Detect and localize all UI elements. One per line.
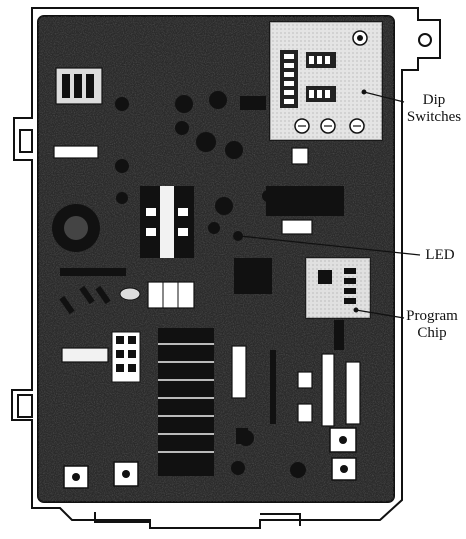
- led-label-text: LED: [425, 247, 455, 263]
- program-chip: [305, 257, 371, 319]
- program-chip-leader: [355, 309, 405, 319]
- connector-a: [231, 345, 247, 399]
- oval-component: [119, 287, 141, 301]
- program-chip-label-line2: Chip: [417, 325, 447, 341]
- program-chip-label: Program Chip: [402, 308, 462, 342]
- connector-d: [321, 353, 335, 427]
- program-chip-label-line1: Program: [406, 308, 458, 324]
- leader-lines: [237, 89, 421, 319]
- small-connector: [291, 147, 309, 165]
- ribbon-connector: [53, 145, 99, 159]
- vertical-strip: [270, 350, 276, 424]
- small-black-ic: [236, 428, 248, 444]
- led-connector: [281, 219, 313, 235]
- main-ic: [234, 258, 272, 294]
- display-ladder: [158, 328, 214, 476]
- diodes: [59, 285, 111, 315]
- connector-e: [345, 361, 361, 425]
- dip-switches-label: Dip Switches: [404, 92, 464, 126]
- connector-b: [297, 371, 313, 389]
- dip-switches-label-line2: Switches: [406, 109, 462, 125]
- led-leader: [239, 235, 421, 256]
- dip-switches-label-line1: Dip: [422, 92, 446, 108]
- capacitors: [115, 91, 306, 478]
- led-label: LED: [420, 247, 460, 264]
- heatsink: [266, 186, 344, 216]
- component-grid: [111, 331, 141, 383]
- left-bar: [60, 268, 126, 276]
- connector-c: [297, 403, 313, 423]
- dip-switch-module: [269, 21, 383, 141]
- white-bar-component: [61, 347, 109, 363]
- relay: [140, 186, 194, 258]
- left-terminal-block: [55, 67, 103, 105]
- relay-bank: [147, 281, 195, 309]
- housing: [11, 7, 441, 529]
- dip-switches-leader: [363, 91, 405, 103]
- side-block: [334, 320, 344, 350]
- top-ic: [240, 96, 266, 110]
